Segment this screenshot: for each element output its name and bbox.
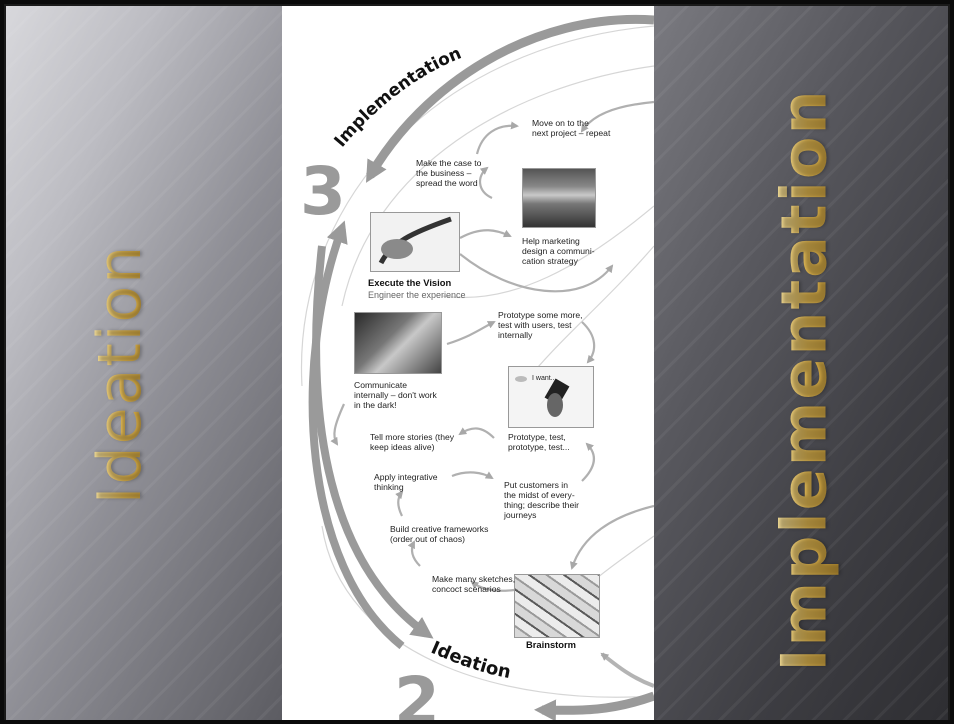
team-meeting-photo	[354, 312, 442, 374]
pen-hand-photo	[370, 212, 460, 272]
left-panel-title: Ideation	[85, 243, 155, 505]
diagram-graphics: 3 2 Implementation Ideation	[300, 14, 654, 720]
step-brainstorm: Brainstorm	[526, 639, 577, 650]
device-caption: I want...	[532, 375, 557, 382]
stage-number-2: 2	[394, 663, 440, 720]
process-diagram: 3 2 Implementation Ideation I want... Mo…	[282, 6, 654, 720]
marketing-photo	[522, 168, 596, 228]
stage-number-3: 3	[300, 153, 346, 230]
right-panel-title: Implementation	[767, 88, 841, 672]
step-creative-frameworks: Build creative frameworks (order out of …	[390, 524, 489, 544]
step-make-case: Make the case to the business – spread t…	[416, 158, 482, 188]
left-panel: Ideation	[6, 6, 282, 720]
step-prototype-more: Prototype some more, test with users, te…	[498, 310, 583, 340]
step-prototype-test: Prototype, test, prototype, test...	[508, 432, 570, 452]
prototype-device-photo	[508, 366, 594, 428]
implementation-to-ideation-arrow	[312, 245, 434, 639]
bottom-arrow-in	[600, 652, 654, 688]
step-arrows	[330, 100, 654, 592]
ideation-to-implementation-arrow	[308, 220, 405, 650]
bottom-arrow-out	[534, 691, 654, 720]
step-execute-vision: Execute the Vision	[368, 277, 452, 288]
step-communicate: Communicate internally – don't work in t…	[354, 380, 437, 410]
step-customers-midst: Put customers in the midst of every- thi…	[504, 480, 579, 520]
step-integrative-thinking: Apply integrative thinking	[374, 472, 438, 492]
left-panel-texture	[6, 6, 282, 720]
step-engineer-experience: Engineer the experience	[368, 290, 466, 300]
brainstorm-notes-photo	[514, 574, 600, 638]
right-panel: Implementation	[654, 6, 948, 720]
device-illustration	[515, 376, 570, 417]
step-tell-stories: Tell more stories (they keep ideas alive…	[370, 432, 455, 452]
step-help-marketing: Help marketing design a communi- cation …	[522, 236, 595, 266]
step-move-on: Move on to the next project – repeat	[532, 118, 611, 138]
implementation-arc-arrow	[365, 14, 654, 183]
right-panel-texture	[654, 6, 948, 720]
pen-hand-illustration	[378, 216, 452, 265]
step-many-sketches: Make many sketches, concoct scenarios	[432, 574, 516, 594]
